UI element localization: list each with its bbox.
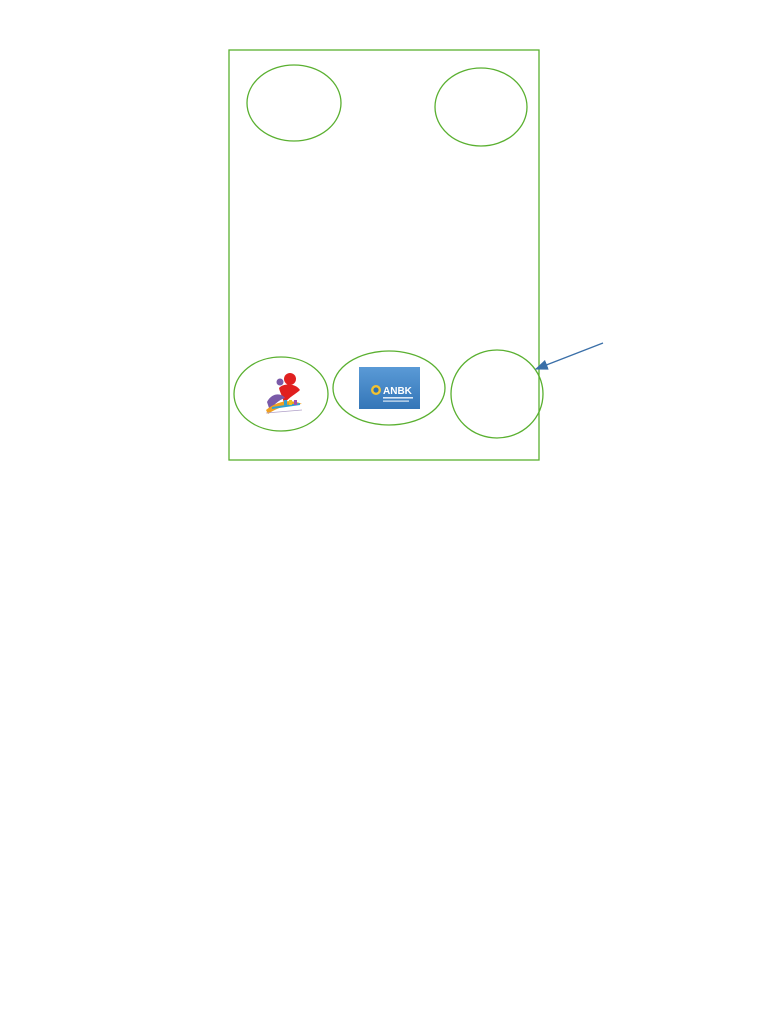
page-frame bbox=[228, 49, 540, 461]
top-right-placeholder bbox=[434, 67, 528, 147]
top-left-placeholder bbox=[246, 64, 342, 142]
bottom-left-logo-oval bbox=[233, 356, 329, 432]
bottom-center-logo-oval bbox=[332, 350, 446, 426]
anbk-logo-label: ANBK bbox=[383, 386, 413, 397]
bottom-right-placeholder bbox=[450, 349, 544, 439]
anbk-logo-icon: ANBK bbox=[359, 367, 420, 409]
pointer-arrow bbox=[534, 342, 604, 370]
people-logo-icon bbox=[265, 373, 303, 414]
